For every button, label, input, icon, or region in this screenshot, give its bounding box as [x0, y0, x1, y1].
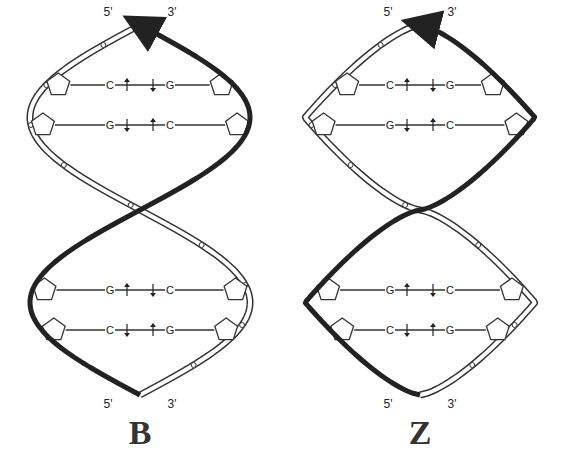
sugar-ring — [501, 278, 524, 300]
strand-end-label: 5' — [104, 398, 113, 410]
phosphate-dot — [348, 163, 353, 168]
strand-end-label: 3' — [168, 398, 177, 410]
sugar-ring — [336, 73, 359, 95]
phosphate-dot — [470, 363, 475, 368]
dipole-arrowhead — [430, 293, 436, 297]
base-letter: G — [105, 120, 116, 131]
sugar-ring — [47, 73, 70, 95]
base-pair-line — [56, 289, 223, 290]
outline-strand — [30, 25, 250, 395]
phosphate-dot — [101, 43, 106, 48]
dipole-arrowhead — [150, 323, 156, 327]
phosphate-dot — [403, 203, 408, 208]
dipole-arrowhead — [150, 118, 156, 122]
phosphate-dot — [199, 243, 204, 248]
dipole-arrowhead — [150, 293, 156, 297]
dipole-arrowhead — [404, 128, 410, 132]
outline-strand-edge — [30, 25, 250, 395]
base-pair-line — [55, 124, 225, 125]
form-label: Z — [409, 416, 432, 450]
base-pair-line — [66, 329, 214, 330]
dark-strand — [305, 25, 534, 395]
base-letter: C — [105, 325, 115, 336]
base-letter: C — [165, 285, 175, 296]
base-letter: C — [445, 285, 455, 296]
phosphate-dot — [61, 163, 66, 168]
strand-end-label: 5' — [104, 6, 113, 18]
dipole-arrowhead — [430, 88, 436, 92]
base-pair-line — [70, 84, 209, 85]
base-letter: C — [385, 325, 395, 336]
dipole-arrowhead — [430, 118, 436, 122]
strand-end-label: 5' — [384, 398, 393, 410]
base-letter: G — [105, 285, 116, 296]
base-letter: C — [105, 80, 115, 91]
phosphate-dot — [476, 243, 481, 248]
dipole-arrowhead — [404, 333, 410, 337]
phosphate-dot — [128, 203, 133, 208]
base-letter: G — [165, 325, 176, 336]
base-letter: C — [385, 80, 395, 91]
dipole-arrowhead — [124, 333, 130, 337]
base-letter: G — [445, 325, 456, 336]
base-letter: C — [165, 120, 175, 131]
base-pair-line — [336, 124, 505, 125]
base-pair-line — [359, 84, 481, 85]
phosphate-dot — [191, 363, 196, 368]
phosphate-dot — [378, 43, 383, 48]
sugar-ring — [215, 318, 238, 340]
strand-end-label: 5' — [384, 6, 393, 18]
phosphate-dot — [240, 323, 245, 328]
dipole-arrowhead — [404, 78, 410, 82]
base-letter: C — [445, 120, 455, 131]
sugar-ring — [224, 278, 247, 300]
dipole-arrowhead — [430, 323, 436, 327]
dipole-arrowhead — [124, 128, 130, 132]
base-letter: G — [385, 285, 396, 296]
dipole-arrowhead — [124, 78, 130, 82]
sugar-ring — [312, 113, 335, 135]
sugar-ring — [486, 318, 509, 340]
base-letter: G — [385, 120, 396, 131]
strand-end-label: 3' — [168, 6, 177, 18]
base-letter: G — [445, 80, 456, 91]
dipole-arrowhead — [124, 283, 130, 287]
dipole-arrowhead — [404, 283, 410, 287]
phosphate-dot — [512, 323, 517, 328]
dipole-arrowhead — [150, 88, 156, 92]
form-label: B — [129, 416, 152, 450]
strand-end-label: 3' — [448, 398, 457, 410]
outline-strand-edge — [305, 25, 534, 395]
sugar-ring — [32, 113, 55, 135]
strand-end-label: 3' — [448, 6, 457, 18]
base-pair-line — [354, 329, 486, 330]
outline-strand — [305, 25, 534, 395]
dark-strand — [30, 25, 250, 395]
base-letter: G — [165, 80, 176, 91]
base-pair-line — [340, 289, 500, 290]
